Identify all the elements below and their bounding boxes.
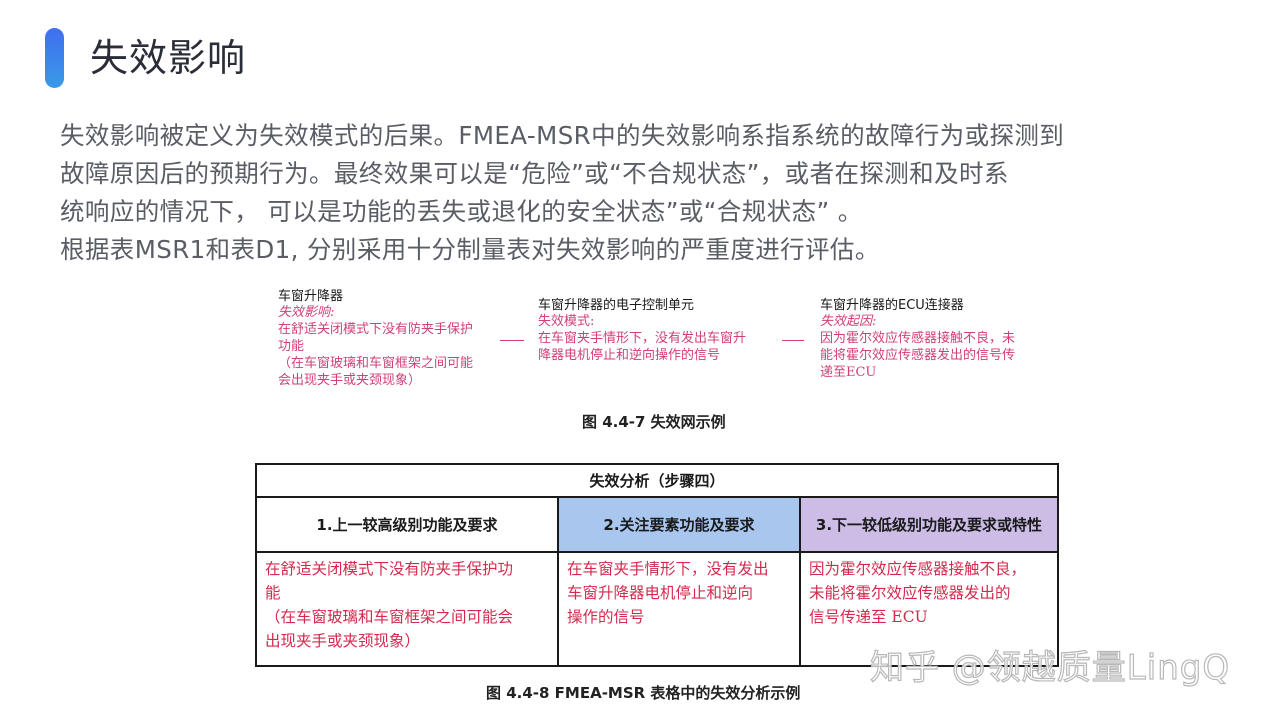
cell-line: 在车窗夹手情形下，没有发出: [567, 560, 769, 578]
title-accent-bar: [45, 28, 64, 88]
node-body-line: 功能: [278, 339, 305, 354]
cell-line: 信号传递至 ECU: [809, 608, 928, 626]
failure-net-node-effect: 车窗升降器 失效影响: 在舒适关闭模式下没有防夹手保护 功能 （在车窗玻璃和车窗…: [278, 288, 473, 389]
node-body-line: 在车窗夹手情形下，没有发出车窗升: [538, 331, 747, 346]
figure-caption-analysis-table: 图 4.4-8 FMEA-MSR 表格中的失效分析示例: [486, 684, 801, 702]
failure-net-node-cause: 车窗升降器的ECU连接器 失效起因: 因为霍尔效应传感器接触不良，未 能将霍尔效…: [820, 297, 1015, 381]
node-body-line: 会出现夹手或夹颈现象）: [278, 373, 422, 388]
cell-failure-effect: 在舒适关闭模式下没有防夹手保护功 能 （在车窗玻璃和车窗框架之间可能会 出现夹手…: [255, 551, 559, 667]
node-body-line: 能将霍尔效应传感器发出的信号传: [820, 348, 1016, 363]
node-label: 失效影响:: [278, 305, 335, 320]
table-caption: 失效分析（步骤四）: [255, 463, 1059, 498]
header-lower-level-function: 3.下一较低级别功能及要求或特性: [799, 496, 1059, 553]
node-title: 车窗升降器的电子控制单元: [538, 298, 695, 313]
net-connector: [782, 340, 804, 341]
watermark: 知乎 @领越质量LingQ: [869, 647, 1231, 688]
cell-failure-cause: 因为霍尔效应传感器接触不良， 未能将霍尔效应传感器发出的 信号传递至 ECU: [799, 551, 1059, 667]
cell-line: 能: [265, 584, 281, 602]
table-header-row: 1.上一较高级别功能及要求 2.关注要素功能及要求 3.下一较低级别功能及要求或…: [255, 496, 1059, 553]
header-higher-level-function: 1.上一较高级别功能及要求: [255, 496, 559, 553]
node-label: 失效模式:: [538, 314, 595, 329]
cell-line: 因为霍尔效应传感器接触不良，: [809, 560, 1027, 578]
cell-line: 操作的信号: [567, 608, 645, 626]
header-focus-element-function: 2.关注要素功能及要求: [557, 496, 801, 553]
net-connector: [500, 340, 524, 341]
intro-line: 根据表MSR1和表D1, 分别采用十分制量表对失效影响的严重度进行评估。: [60, 235, 880, 264]
intro-line: 失效影响被定义为失效模式的后果。FMEA-MSR中的失效影响系指系统的故障行为或…: [60, 121, 1065, 150]
intro-line: 统响应的情况下， 可以是功能的丢失或退化的安全状态”或“合规状态” 。: [60, 197, 863, 226]
node-title: 车窗升降器: [278, 289, 344, 304]
page-title: 失效影响: [90, 36, 247, 80]
failure-analysis-table: 失效分析（步骤四） 1.上一较高级别功能及要求 2.关注要素功能及要求 3.下一…: [255, 463, 1059, 667]
node-label: 失效起因:: [820, 314, 877, 329]
cell-line: 出现夹手或夹颈现象）: [265, 632, 421, 650]
node-title: 车窗升降器的ECU连接器: [820, 298, 964, 313]
node-body-line: 降器电机停止和逆向操作的信号: [538, 348, 721, 363]
table-row: 在舒适关闭模式下没有防夹手保护功 能 （在车窗玻璃和车窗框架之间可能会 出现夹手…: [255, 551, 1059, 667]
cell-line: 在舒适关闭模式下没有防夹手保护功: [265, 560, 514, 578]
node-body-line: （在车窗玻璃和车窗框架之间可能: [278, 356, 474, 371]
node-body-line: 递至ECU: [820, 365, 877, 380]
figure-caption-failure-net: 图 4.4-7 失效网示例: [582, 413, 726, 431]
cell-line: 未能将霍尔效应传感器发出的: [809, 584, 1011, 602]
intro-line: 故障原因后的预期行为。最终效果可以是“危险”或“不合规状态”，或者在探测和及时系: [60, 159, 1009, 188]
cell-line: （在车窗玻璃和车窗框架之间可能会: [265, 608, 514, 626]
cell-failure-mode: 在车窗夹手情形下，没有发出 车窗升降器电机停止和逆向 操作的信号: [557, 551, 801, 667]
node-body-line: 因为霍尔效应传感器接触不良，未: [820, 331, 1016, 346]
node-body-line: 在舒适关闭模式下没有防夹手保护: [278, 322, 474, 337]
cell-line: 车窗升降器电机停止和逆向: [567, 584, 754, 602]
intro-paragraph: 失效影响被定义为失效模式的后果。FMEA-MSR中的失效影响系指系统的故障行为或…: [60, 117, 1270, 269]
failure-net-node-mode: 车窗升降器的电子控制单元 失效模式: 在车窗夹手情形下，没有发出车窗升 降器电机…: [538, 297, 746, 364]
table-caption-row: 失效分析（步骤四）: [255, 463, 1059, 498]
